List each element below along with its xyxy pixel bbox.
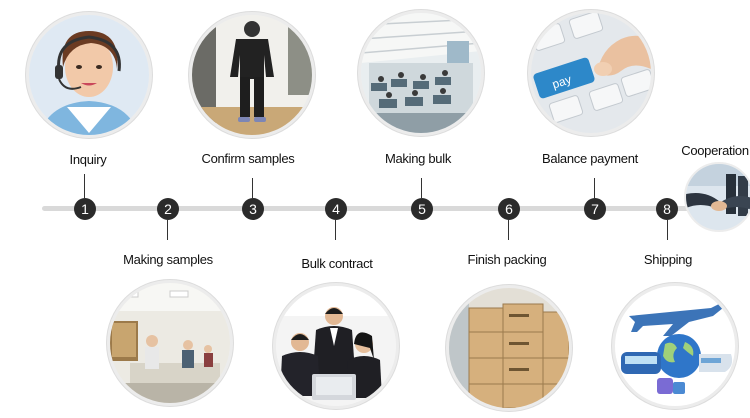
step-dot-3: 3 — [242, 198, 264, 220]
connector-3 — [252, 178, 253, 198]
svg-text:pay: pay — [550, 72, 573, 91]
step-dot-2: 2 — [157, 198, 179, 220]
confirm-samples-photo — [189, 12, 315, 138]
plane-train-truck-globe-photo — [615, 286, 735, 406]
timeline-line — [42, 206, 690, 211]
finish-packing-photo — [446, 285, 572, 411]
connector-8 — [667, 220, 668, 240]
balance-payment-photo: pay — [528, 10, 654, 136]
connector-5 — [421, 178, 422, 198]
handshake-photo — [686, 164, 750, 230]
step-dot-4: 4 — [325, 198, 347, 220]
connector-1 — [84, 174, 85, 198]
step-label-shipping: Shipping — [643, 252, 693, 267]
step-label-confirm-samples: Confirm samples — [201, 151, 295, 166]
factory-floor-photo — [361, 13, 481, 133]
garment-on-model-photo — [192, 15, 312, 135]
step-label-making-samples: Making samples — [123, 252, 213, 267]
business-meeting-photo — [276, 286, 396, 406]
cooperation-photo — [684, 162, 750, 232]
step-dot-5: 5 — [411, 198, 433, 220]
step-label-balance-payment: Balance payment — [542, 151, 638, 166]
inquiry-photo — [26, 12, 152, 138]
connector-6 — [508, 220, 509, 240]
connector-2 — [167, 220, 168, 240]
making-bulk-photo — [358, 10, 484, 136]
step-dot-6: 6 — [498, 198, 520, 220]
step-label-inquiry: Inquiry — [69, 152, 107, 167]
step-label-bulk-contract: Bulk contract — [301, 256, 373, 271]
sample-workshop-photo — [110, 283, 230, 403]
shipping-photo — [612, 283, 738, 409]
stacked-cartons-photo — [449, 288, 569, 408]
step-dot-1: 1 — [74, 198, 96, 220]
bulk-contract-photo — [273, 283, 399, 409]
making-samples-photo — [107, 280, 233, 406]
customer-service-headset-icon — [29, 15, 149, 135]
step-dot-8: 8 — [656, 198, 678, 220]
connector-7 — [594, 178, 595, 198]
step-label-making-bulk: Making bulk — [384, 151, 452, 166]
pay-key-keyboard-photo: pay — [531, 13, 651, 133]
connector-4 — [335, 220, 336, 240]
step-label-finish-packing: Finish packing — [467, 252, 547, 267]
step-dot-7: 7 — [584, 198, 606, 220]
final-label-cooperation: Cooperation — [681, 143, 749, 158]
